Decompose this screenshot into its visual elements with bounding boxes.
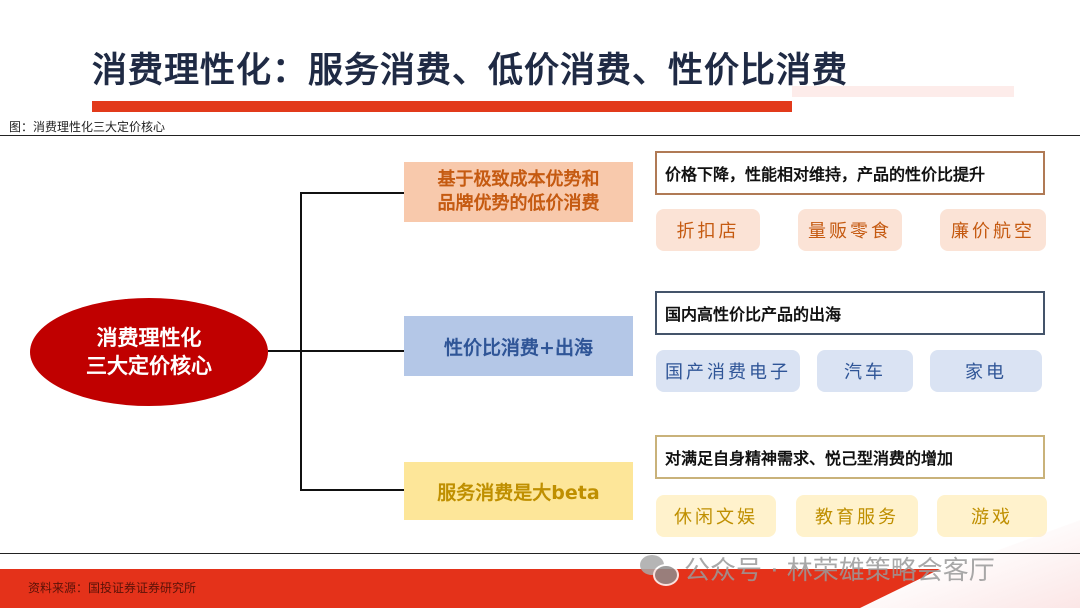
- connector-root: [268, 350, 302, 352]
- divider-top: [0, 135, 1080, 136]
- branch-node-low-price: 基于极致成本优势和 品牌优势的低价消费: [404, 162, 633, 222]
- tag-budget-airline: 廉价航空: [940, 209, 1046, 251]
- branch-node-value-export: 性价比消费+出海: [404, 316, 633, 376]
- figure-caption: 图：消费理性化三大定价核心: [9, 120, 166, 134]
- connector-trunk: [300, 192, 302, 491]
- branch-2-description: 国内高性价比产品的出海: [655, 291, 1045, 335]
- source-note: 资料来源：国投证券证券研究所: [28, 581, 197, 595]
- page-title: 消费理性化：服务消费、低价消费、性价比消费: [92, 51, 849, 91]
- branch-1-line2: 品牌优势的低价消费: [437, 193, 600, 214]
- title-underline-fade: [792, 86, 1014, 97]
- branch-1-line1: 基于极致成本优势和: [437, 169, 600, 190]
- connector-branch-1: [300, 192, 404, 194]
- tag-home-appliance: 家电: [930, 350, 1042, 392]
- root-line2: 三大定价核心: [86, 354, 212, 378]
- divider-bottom: [0, 553, 1080, 554]
- branch-node-service: 服务消费是大beta: [404, 462, 633, 520]
- root-node: 消费理性化 三大定价核心: [30, 298, 268, 406]
- watermark-text: 公众号 · 林荣雄策略会客厅: [684, 556, 995, 586]
- tag-consumer-electronics: 国产消费电子: [656, 350, 800, 392]
- tag-education-services: 教育服务: [796, 495, 918, 537]
- tag-bulk-snacks: 量贩零食: [798, 209, 902, 251]
- title-underline: [92, 101, 792, 112]
- branch-1-description: 价格下降，性能相对维持，产品的性价比提升: [655, 151, 1045, 195]
- tag-discount-store: 折扣店: [656, 209, 760, 251]
- tag-leisure-entertainment: 休闲文娱: [656, 495, 776, 537]
- tag-automobile: 汽车: [817, 350, 913, 392]
- connector-branch-3: [300, 489, 404, 491]
- footer-band: [0, 569, 940, 608]
- root-line1: 消费理性化: [96, 326, 202, 350]
- branch-3-description: 对满足自身精神需求、悦己型消费的增加: [655, 435, 1045, 479]
- connector-branch-2: [300, 350, 404, 352]
- watermark: 公众号 · 林荣雄策略会客厅: [640, 550, 995, 587]
- tag-games: 游戏: [937, 495, 1047, 537]
- wechat-icon: [640, 554, 679, 586]
